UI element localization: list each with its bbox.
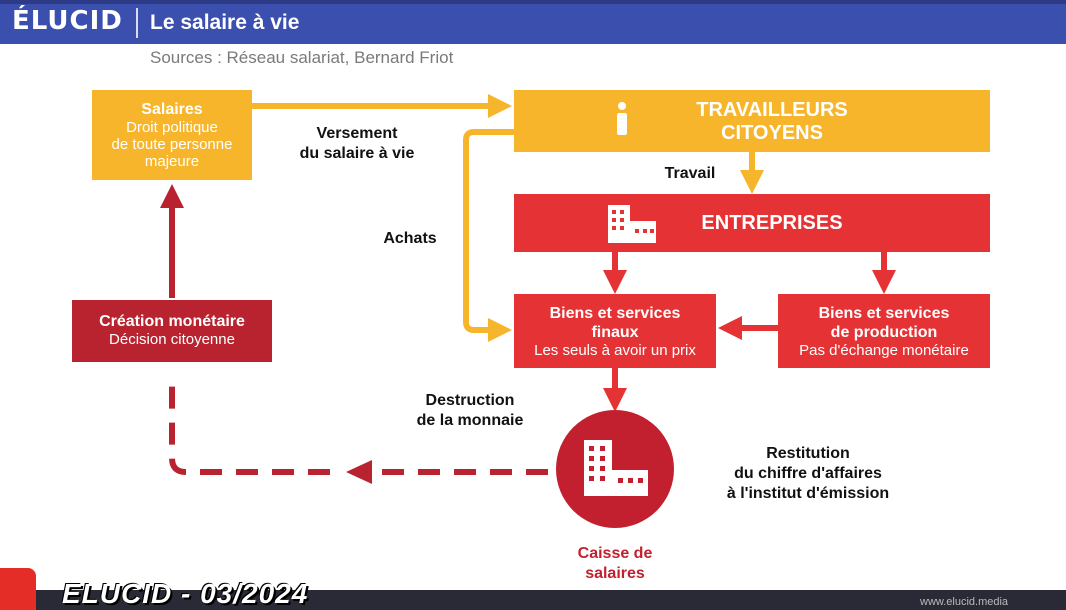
biens-finaux-line2: finaux [591,324,639,341]
destruction-line1: Destruction [425,392,515,409]
slide-title: Le salaire à vie [150,11,300,34]
biens-production-line2: de production [830,324,938,341]
node-creation-monetaire: Création monétaire Décision citoyenne [72,300,272,362]
node-biens-production: Biens et services de production Pas d'éc… [778,294,990,368]
label-achats: Achats [383,230,437,247]
video-control-bar [0,590,1066,610]
restitution-line3: à l'institut d'émission [726,485,890,502]
node-biens-finaux: Biens et services finaux Les seuls à avo… [514,294,716,368]
destruction-line2: de la monnaie [416,412,524,429]
salaires-title: Salaires [141,101,203,118]
salaires-line3: majeure [144,153,200,170]
entreprises-title: ENTREPRISES [701,212,843,234]
label-travail: Travail [664,165,716,182]
biens-finaux-sub: Les seuls à avoir un prix [534,342,696,359]
caisse-line2: salaires [585,565,645,582]
arrow-achats [463,129,514,342]
watermark-text: ELUCID - 03/2024 [62,578,309,609]
travailleurs-line2: CITOYENS [721,122,823,144]
sources-text: Sources : Réseau salariat, Bernard Friot [150,48,454,67]
caisse-line1: Caisse de [577,545,653,562]
node-entreprises: ENTREPRISES [514,194,990,252]
building-icon [584,440,648,496]
label-versement: Versement du salaire à vie [282,124,432,164]
node-salaires: Salaires Droit politique de toute person… [92,90,252,180]
restitution-line1: Restitution [766,445,850,462]
caisse-label: Caisse de salaires [555,544,675,584]
play-icon[interactable] [0,568,36,610]
site-url: www.elucid.media [920,596,1009,608]
biens-finaux-line1: Biens et services [549,305,681,322]
versement-line2: du salaire à vie [299,145,415,162]
restitution-line2: du chiffre d'affaires [734,465,882,482]
travailleurs-line1: TRAVAILLEURS [696,99,848,121]
biens-production-line1: Biens et services [818,305,950,322]
salaires-line2: de toute personne [111,136,233,153]
header-strip [0,0,1066,4]
header-bar [0,0,1066,44]
salaires-line1: Droit politique [126,119,218,136]
biens-production-sub: Pas d'échange monétaire [799,342,969,359]
label-destruction: Destruction de la monnaie [400,391,540,431]
creation-sub: Décision citoyenne [109,331,235,348]
node-travailleurs: TRAVAILLEURS CITOYENS [514,90,990,152]
person-icon [617,102,627,135]
creation-title: Création monétaire [99,313,245,330]
versement-line1: Versement [316,125,398,142]
elucid-logo: ÉLUCID [12,6,123,36]
node-caisse-circle [556,410,674,528]
factory-icon [608,205,656,243]
label-restitution: Restitution du chiffre d'affaires à l'in… [706,444,910,504]
arrow-restitution-head [346,460,372,484]
header-separator [136,8,138,38]
arrow-restitution-tail [169,378,330,475]
